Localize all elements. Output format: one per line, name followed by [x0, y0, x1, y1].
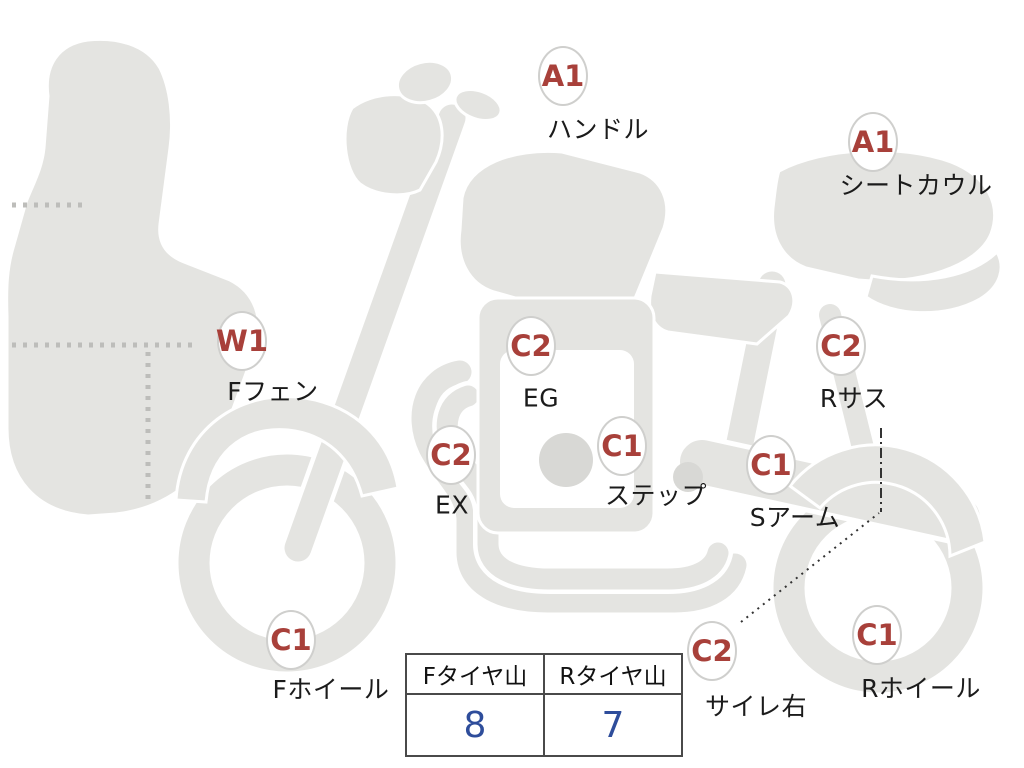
- marker-badge-exhaust: C2: [426, 425, 476, 485]
- front-tire-value: 8: [405, 693, 545, 757]
- front-cowl-shape: [5, 37, 261, 518]
- marker-label-step: ステップ: [604, 481, 708, 510]
- marker-badge-step: C1: [597, 416, 647, 476]
- marker-label-front-wheel: Fホイール: [272, 675, 390, 704]
- marker-badge-silencer-right: C2: [687, 621, 737, 681]
- marker-badge-front-fender: W1: [215, 311, 269, 371]
- marker-badge-rear-suspension: C2: [816, 316, 866, 376]
- marker-code: C1: [601, 428, 643, 463]
- seat-cowl-shape: [771, 148, 996, 283]
- handlebar-shape: [395, 59, 455, 105]
- marker-label-front-fender: Fフェン: [227, 377, 319, 406]
- marker-code: C2: [510, 328, 552, 363]
- marker-code: C1: [856, 617, 898, 652]
- marker-badge-rear-wheel: C1: [852, 605, 902, 665]
- rear-fender-shape: [787, 443, 987, 559]
- marker-badge-swing-arm: C1: [746, 435, 796, 495]
- exhaust-pipe-shape: [411, 360, 747, 613]
- marker-label-swing-arm: Sアーム: [749, 503, 841, 532]
- marker-code: C2: [820, 328, 862, 363]
- marker-label-rear-wheel: Rホイール: [861, 674, 981, 703]
- front-fender-shape: [174, 395, 400, 504]
- tire-tread-header-row: Fタイヤ山 Rタイヤ山: [405, 653, 683, 695]
- marker-code: C1: [750, 447, 792, 482]
- step-shape: [673, 462, 703, 492]
- rear-tire-value: 7: [543, 693, 683, 757]
- front-fork-shape: [284, 104, 466, 562]
- marker-code: C2: [691, 633, 733, 668]
- marker-label-engine: EG: [522, 383, 560, 413]
- marker-code: A1: [541, 58, 585, 93]
- marker-label-seat-cowl: シートカウル: [839, 171, 993, 200]
- fuel-tank-shape: [457, 149, 669, 320]
- marker-code: C1: [270, 622, 312, 657]
- rear-tire-header: Rタイヤ山: [543, 653, 683, 695]
- marker-code: W1: [215, 323, 269, 358]
- tire-tread-value-row: 8 7: [405, 693, 683, 757]
- tire-tread-table: Fタイヤ山 Rタイヤ山 8 7: [405, 653, 683, 757]
- marker-code: A1: [851, 124, 895, 159]
- marker-label-exhaust: EX: [435, 490, 469, 520]
- marker-label-handlebar: ハンドル: [546, 115, 650, 144]
- marker-label-rear-suspension: Rサス: [819, 384, 889, 413]
- marker-label-silencer-right: サイレ右: [704, 692, 808, 721]
- marker-badge-handlebar: A1: [538, 46, 588, 106]
- marker-badge-engine: C2: [506, 316, 556, 376]
- front-tire-header: Fタイヤ山: [405, 653, 545, 695]
- marker-code: C2: [430, 437, 472, 472]
- leader-line-silencer: [740, 512, 880, 623]
- marker-badge-front-wheel: C1: [266, 610, 316, 670]
- marker-badge-seat-cowl: A1: [848, 112, 898, 172]
